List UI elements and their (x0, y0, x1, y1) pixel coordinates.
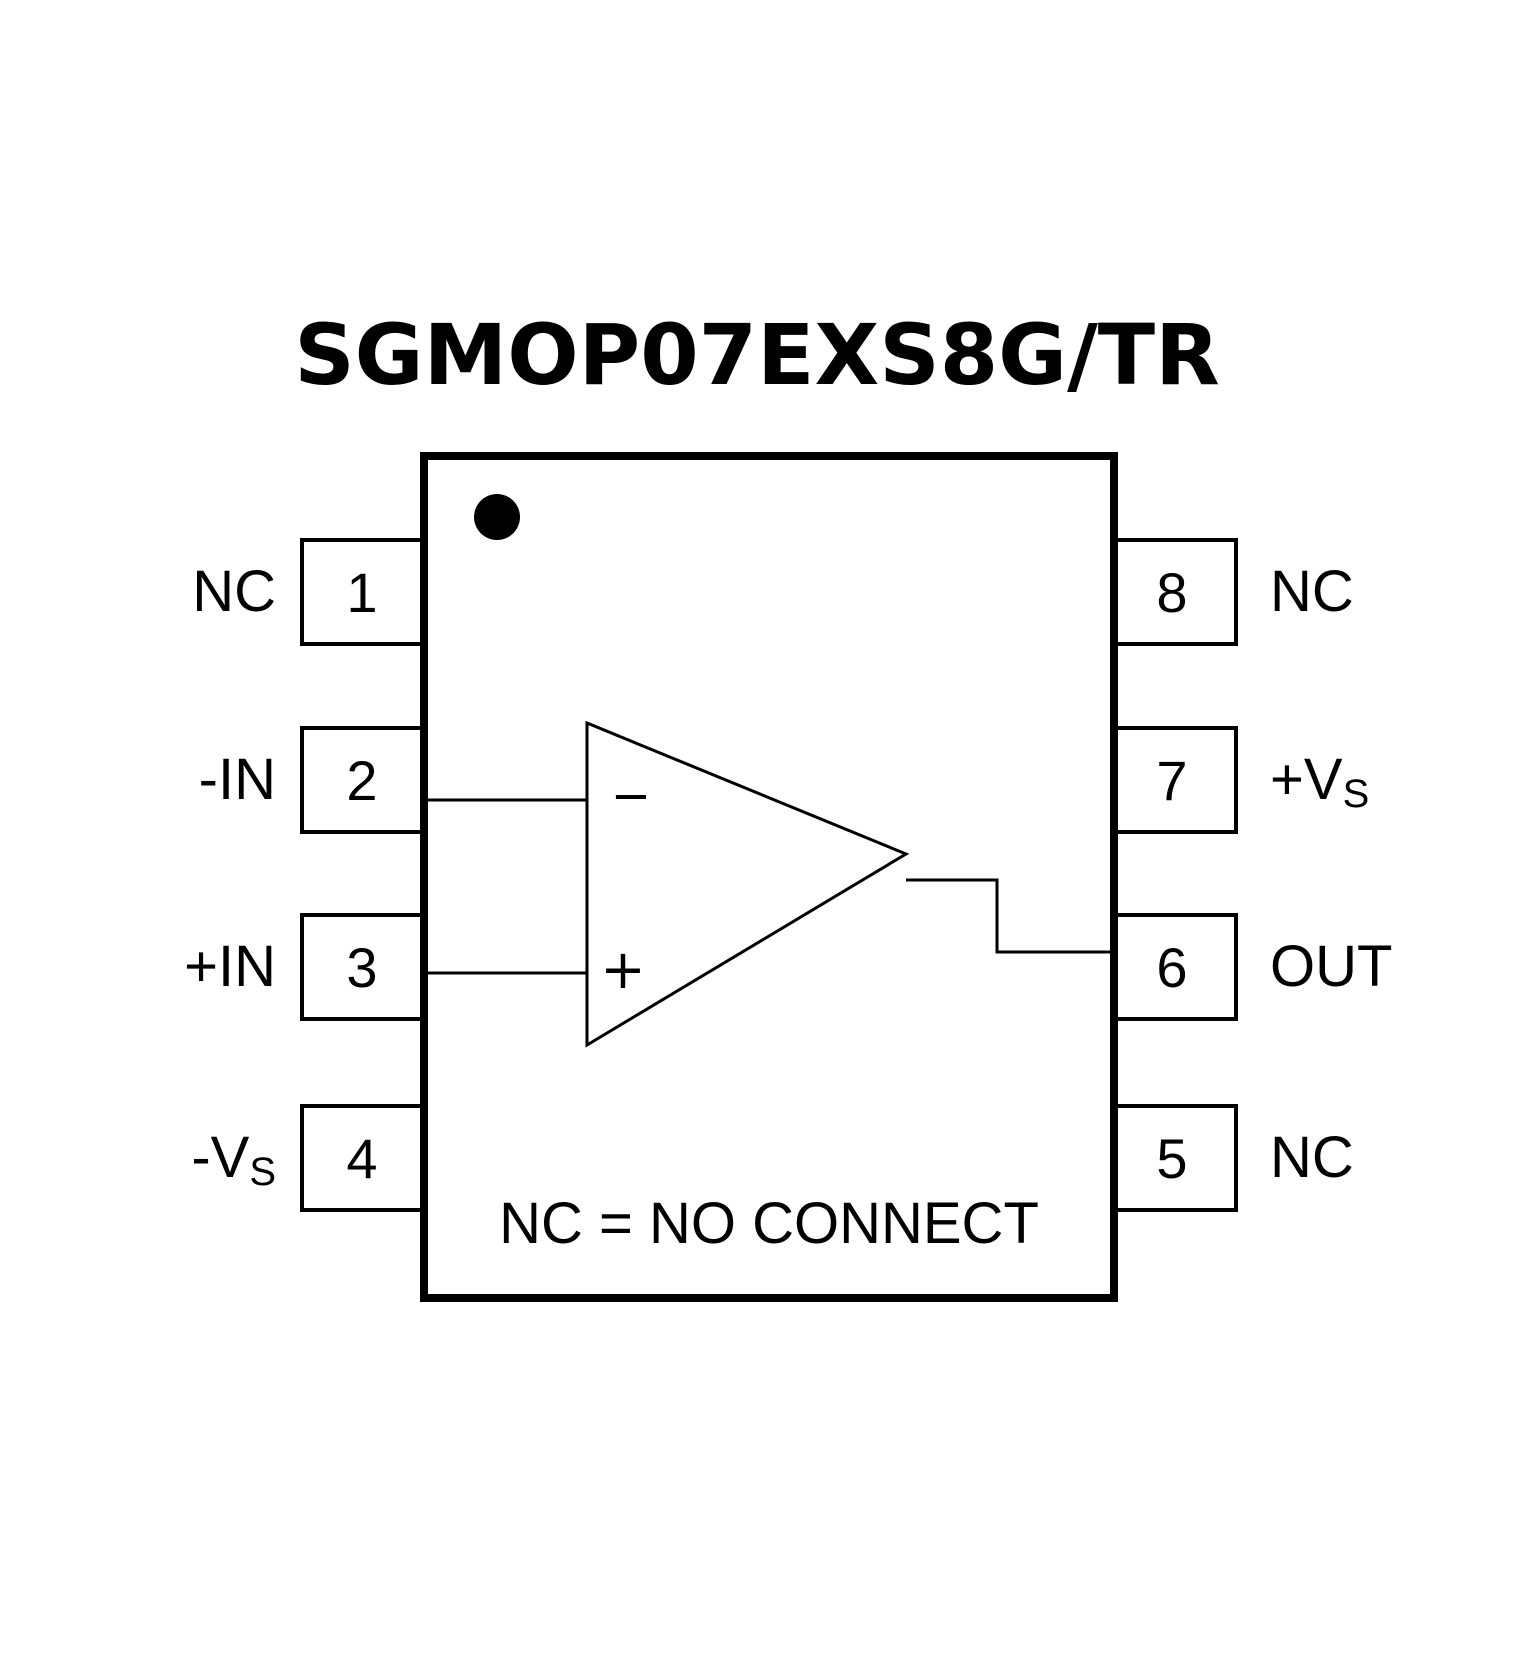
pin-7-box (1114, 726, 1238, 834)
pin-1: 1 NC (192, 538, 424, 646)
pin-2-box (300, 726, 424, 834)
pin-5-number: 5 (1156, 1127, 1187, 1190)
pin-2-number: 2 (346, 749, 377, 812)
package-body (420, 452, 1118, 1302)
right-pins: 8 NC 7 +VS 6 OUT 5 NC (1114, 538, 1392, 1212)
pin-1-box (300, 538, 424, 646)
inverting-input-symbol: − (611, 768, 651, 824)
pin-5-box (1114, 1104, 1238, 1212)
pin-8-name: NC (1270, 559, 1354, 624)
pin-5-name: NC (1270, 1125, 1354, 1190)
pin-8-number: 8 (1156, 561, 1187, 624)
op-amp-triangle (585, 720, 910, 1048)
pin-7-name: +VS (1270, 747, 1369, 816)
noninverting-input-symbol: + (600, 938, 645, 1001)
pin-3-number: 3 (346, 936, 377, 999)
pin-4-name: -VS (191, 1125, 276, 1194)
left-pins: 1 NC 2 -IN 3 +IN 4 -VS (184, 538, 424, 1212)
pin-6: 6 OUT (1114, 913, 1392, 1021)
part-number-title: SGMOP07EXS8G/TR (294, 306, 1220, 404)
pin-3-box (300, 913, 424, 1021)
pin-3-name: +IN (184, 934, 276, 999)
pin-3: 3 +IN (184, 913, 424, 1021)
pin-8-box (1114, 538, 1238, 646)
pin-1-name: NC (192, 559, 276, 624)
op-amp-symbol: − + (428, 720, 1112, 1048)
pin-6-name: OUT (1270, 934, 1392, 999)
pin-2: 2 -IN (199, 726, 424, 834)
pin1-indicator-dot (474, 494, 520, 540)
pin-6-number: 6 (1156, 936, 1187, 999)
pin-2-name: -IN (199, 747, 276, 812)
pin-4-box (300, 1104, 424, 1212)
pin-1-number: 1 (346, 561, 377, 624)
pin-5: 5 NC (1114, 1104, 1354, 1212)
pin-4-number: 4 (346, 1127, 377, 1190)
pin-4: 4 -VS (191, 1104, 424, 1212)
pin-6-box (1114, 913, 1238, 1021)
pin-7: 7 +VS (1114, 726, 1369, 834)
no-connect-note: NC = NO CONNECT (499, 1191, 1039, 1256)
pin-8: 8 NC (1114, 538, 1354, 646)
output-wire (906, 878, 1112, 954)
pin-7-number: 7 (1156, 749, 1187, 812)
